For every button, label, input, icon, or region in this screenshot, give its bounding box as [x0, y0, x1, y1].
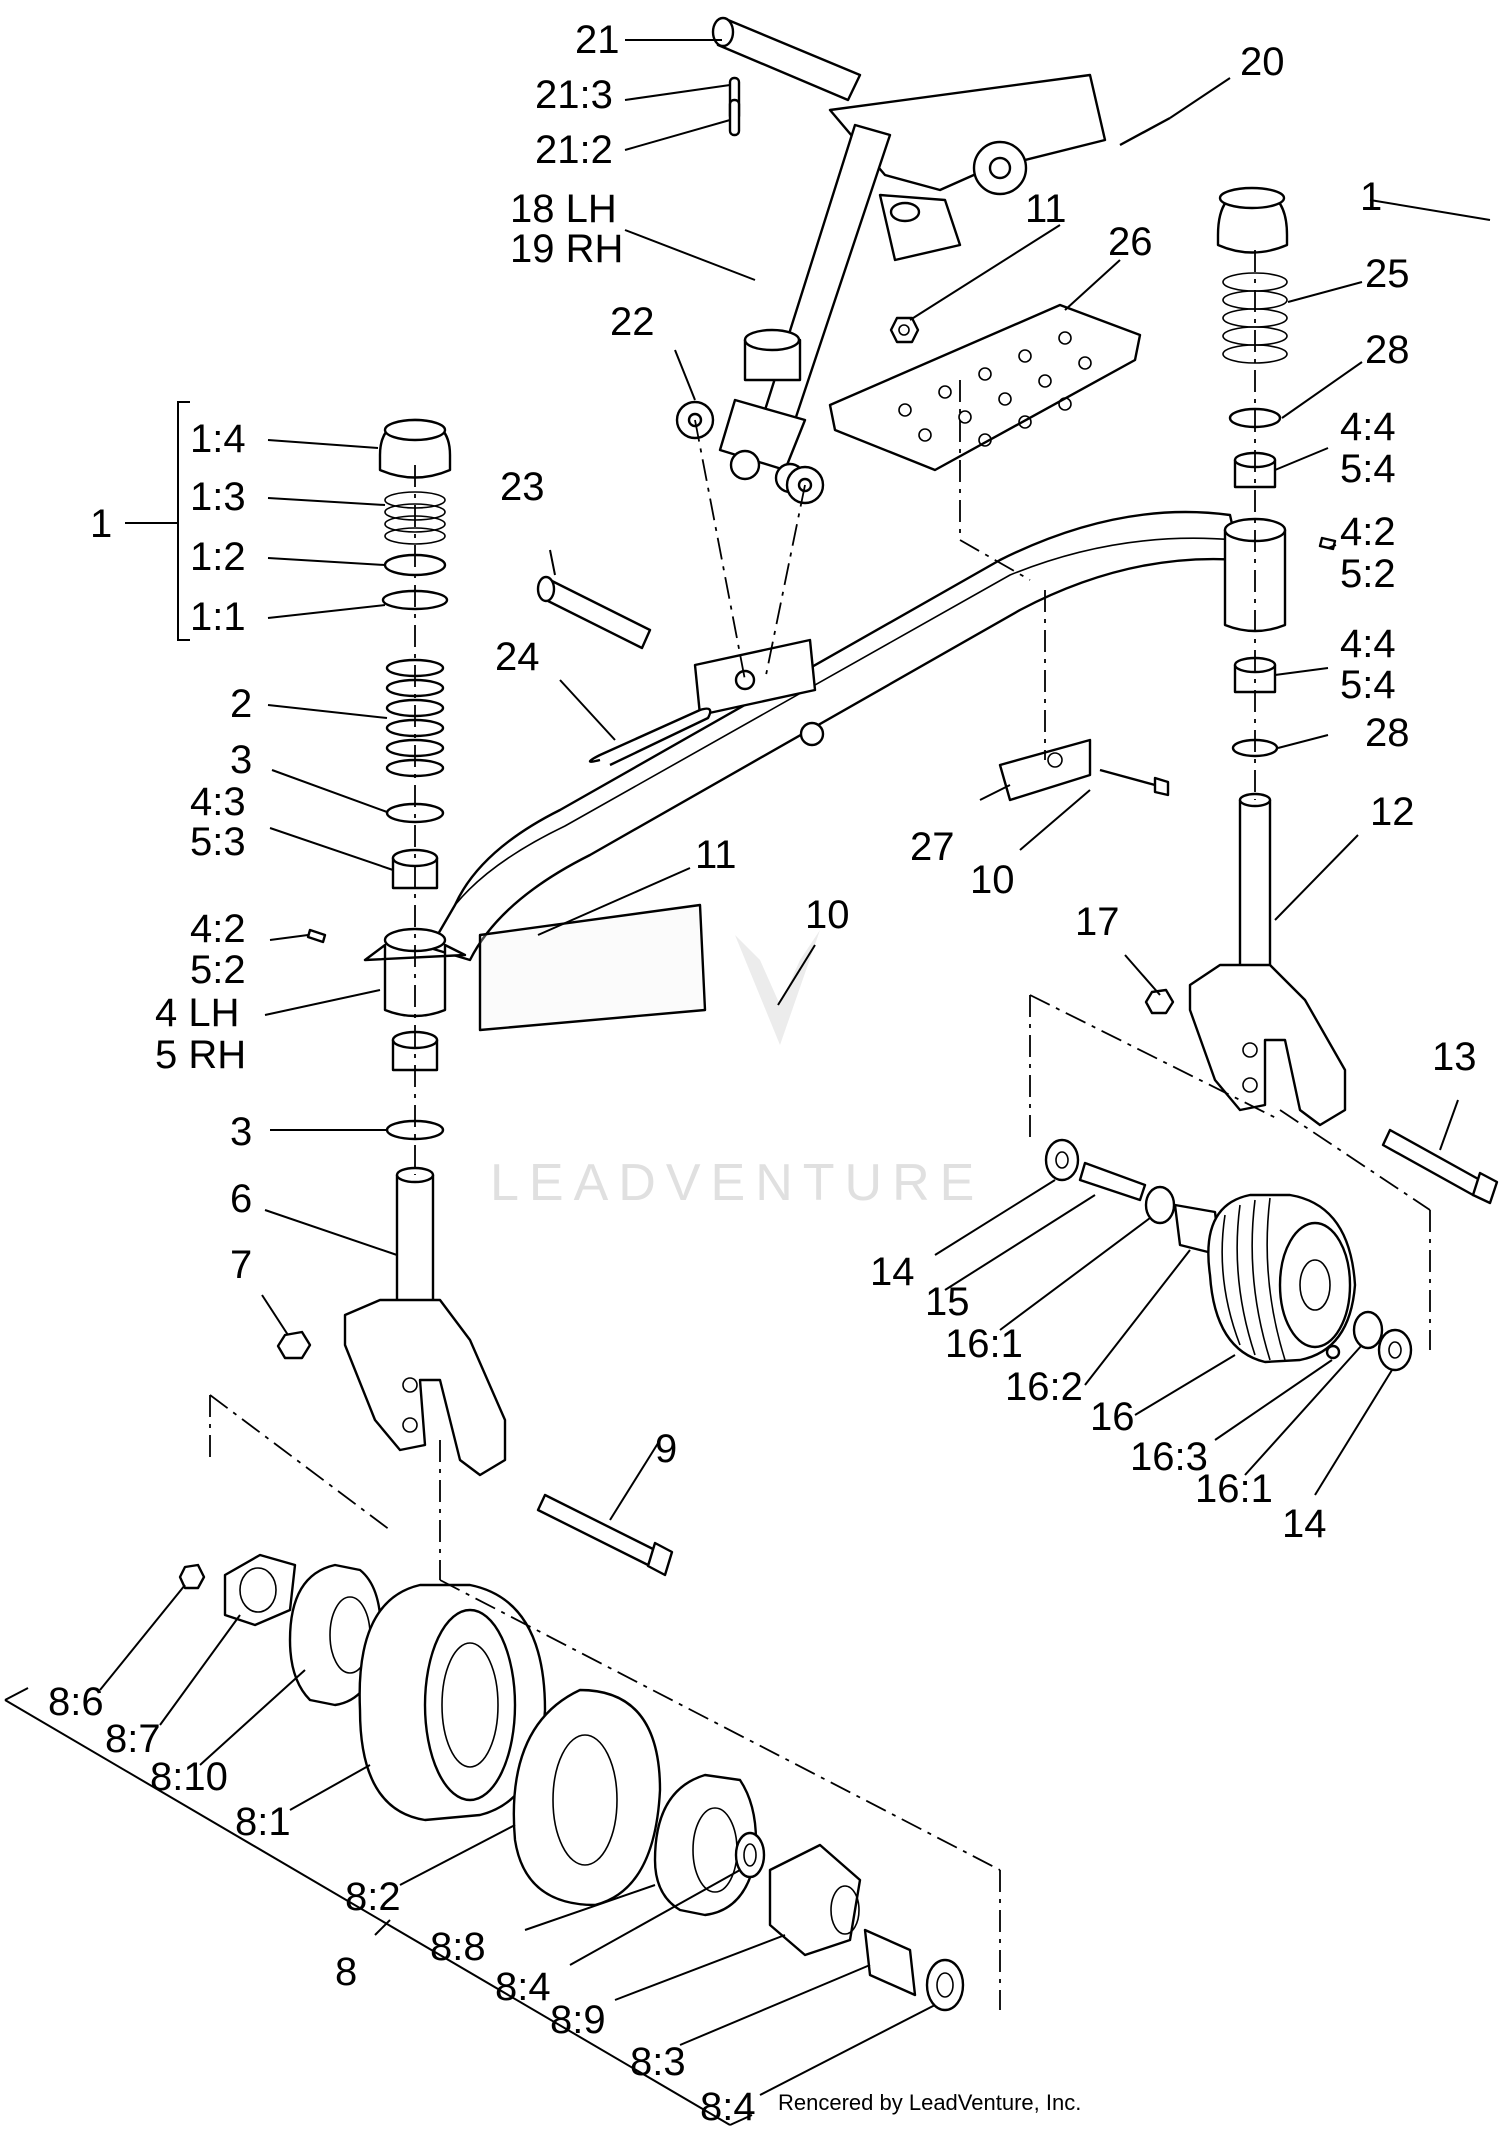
- nut-17: [1144, 988, 1175, 1015]
- callout-11-lower: 11: [695, 833, 737, 877]
- callout-1-right: 1: [1360, 175, 1382, 219]
- left-caster-stack: [306, 418, 507, 1477]
- callout-5-3: 5:3: [190, 820, 246, 864]
- callout-4-4b: 4:4: [1340, 622, 1396, 666]
- callout-5-4b: 5:4: [1340, 663, 1396, 707]
- callout-13: 13: [1432, 1035, 1477, 1079]
- callout-24: 24: [495, 635, 540, 679]
- callout-16-3: 16:3: [1130, 1435, 1208, 1479]
- callout-1-3: 1:3: [190, 475, 246, 519]
- callout-9: 9: [655, 1427, 677, 1471]
- footplate-26: [828, 303, 1142, 472]
- callout-1: 1: [90, 502, 112, 546]
- credit-text: Rencered by LeadVenture, Inc.: [778, 2090, 1081, 2115]
- callout-21-2: 21:2: [535, 128, 613, 172]
- callout-8-2: 8:2: [345, 1875, 401, 1919]
- callout-10-upper: 10: [970, 858, 1015, 902]
- callout-8: 8: [335, 1950, 357, 1994]
- callout-26: 26: [1108, 220, 1153, 264]
- callout-8-4a: 8:4: [495, 1965, 551, 2009]
- wheel-16: [1044, 1138, 1413, 1372]
- callout-2: 2: [230, 682, 252, 726]
- callout-1-2: 1:2: [190, 535, 246, 579]
- nut-11-upper: [889, 316, 920, 344]
- callout-4-3: 4:3: [190, 780, 246, 824]
- callout-19-rh: 19 RH: [510, 227, 623, 271]
- callout-labels: 1:4 1:3 1:2 1:1 1 2 3 4:3 5:3 4:2 5:2 4 …: [48, 18, 1477, 2129]
- callout-28a: 28: [1365, 328, 1410, 372]
- callout-16-2: 16:2: [1005, 1365, 1083, 1409]
- callout-8-8: 8:8: [430, 1925, 486, 1969]
- callout-1-1: 1:1: [190, 595, 246, 639]
- arm-assembly: [718, 73, 1107, 494]
- callout-5-2-left: 5:2: [190, 948, 246, 992]
- callout-5-rh: 5 RH: [155, 1033, 246, 1077]
- callout-18-lh: 18 LH: [510, 187, 617, 231]
- hairpin-24: [588, 707, 712, 767]
- callout-6: 6: [230, 1177, 252, 1221]
- bolt-9: [536, 1493, 674, 1577]
- callout-5-4a: 5:4: [1340, 447, 1396, 491]
- callout-15: 15: [925, 1280, 970, 1324]
- callout-12: 12: [1370, 790, 1415, 834]
- callout-3b: 3: [230, 1110, 252, 1154]
- watermark-text: LEADVENTURE: [490, 1154, 984, 1212]
- callout-14a: 14: [870, 1250, 915, 1294]
- callout-21-3: 21:3: [535, 73, 613, 117]
- callout-8-6: 8:6: [48, 1680, 104, 1724]
- callout-20: 20: [1240, 40, 1285, 84]
- leader-lines: [4, 39, 1491, 2126]
- callout-5-2-right: 5:2: [1340, 552, 1396, 596]
- callout-4-2-right: 4:2: [1340, 510, 1396, 554]
- bolt-10-upper: [1099, 768, 1170, 797]
- callout-16: 16: [1090, 1395, 1135, 1439]
- callout-17: 17: [1075, 900, 1120, 944]
- callout-22: 22: [610, 300, 655, 344]
- callout-1-4: 1:4: [190, 417, 246, 461]
- callout-23: 23: [500, 465, 545, 509]
- pin-23: [536, 575, 652, 650]
- callout-11-upper: 11: [1025, 187, 1067, 231]
- callout-8-7: 8:7: [105, 1717, 161, 1761]
- callout-4-4a: 4:4: [1340, 405, 1396, 449]
- callout-8-1: 8:1: [235, 1800, 291, 1844]
- callout-10-lower: 10: [805, 893, 850, 937]
- callout-21: 21: [575, 18, 620, 62]
- callout-16-1a: 16:1: [945, 1322, 1023, 1366]
- callout-4-2-left: 4:2: [190, 907, 246, 951]
- wheel-8: [178, 1553, 965, 2012]
- front-axle-frame: [428, 510, 1242, 1032]
- callout-4-lh: 4 LH: [155, 991, 240, 1035]
- nut-7: [276, 1330, 312, 1360]
- callout-7: 7: [230, 1243, 252, 1287]
- callout-8-3: 8:3: [630, 2040, 686, 2084]
- callout-8-9: 8:9: [550, 1998, 606, 2042]
- alignment-lines: [209, 250, 1431, 2010]
- callout-3a: 3: [230, 738, 252, 782]
- pin-20: [1119, 116, 1171, 147]
- callout-14b: 14: [1282, 1502, 1327, 1546]
- bracket-27: [998, 738, 1092, 802]
- callout-25: 25: [1365, 252, 1410, 296]
- callout-16-1b: 16:1: [1195, 1467, 1273, 1511]
- watermark: LEADVENTURE: [490, 930, 984, 1212]
- bolt-13: [1381, 1128, 1499, 1205]
- callout-27: 27: [910, 825, 955, 869]
- right-caster-stack: [1188, 186, 1347, 1127]
- callout-8-4b: 8:4: [700, 2085, 756, 2129]
- callout-28b: 28: [1365, 711, 1410, 755]
- callout-8-10: 8:10: [150, 1755, 228, 1799]
